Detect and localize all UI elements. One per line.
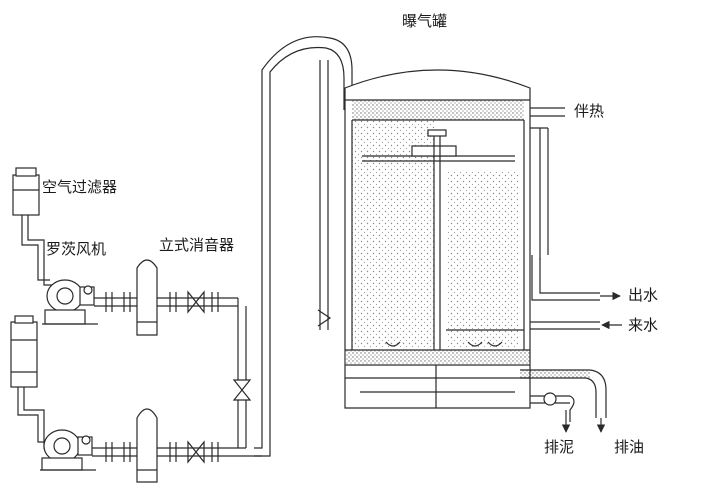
roots-blower-bottom: [40, 429, 96, 471]
header-line-bottom: [157, 400, 262, 464]
oil-discharge-label: 排油: [614, 438, 645, 456]
aeration-tank-label: 曝气罐: [402, 12, 448, 30]
roots-blower-label: 罗茨风机: [46, 240, 107, 258]
vertical-silencer-label: 立式消音器: [159, 236, 235, 254]
check-valve: [232, 379, 252, 401]
air-riser-pipe: [254, 36, 353, 457]
vertical-silencer-top: [136, 259, 158, 336]
vertical-silencer-bottom: [136, 408, 158, 483]
sludge-discharge-label: 排泥: [544, 438, 575, 456]
aeration-tank: [344, 69, 531, 409]
sludge-discharge-line: [530, 392, 575, 433]
discharge-line-bottom: [92, 442, 137, 462]
oil-discharge-line: [520, 369, 607, 433]
filter-to-blower-pipes: [17, 215, 55, 449]
water-in-line: [530, 320, 622, 330]
discharge-line-top: [94, 292, 137, 312]
water-out-line: [531, 255, 621, 301]
air-filter-label: 空气过滤器: [42, 178, 118, 196]
roots-blower-top: [42, 279, 98, 325]
water-out-label: 出水: [628, 286, 659, 304]
heat-tracing-line: [530, 107, 565, 260]
air-filter-bottom: [10, 315, 38, 388]
air-filter-top: [12, 167, 40, 216]
water-in-label: 来水: [628, 316, 659, 334]
header-line-top: [157, 290, 247, 380]
heat-tracing-label: 伴热: [574, 102, 605, 120]
